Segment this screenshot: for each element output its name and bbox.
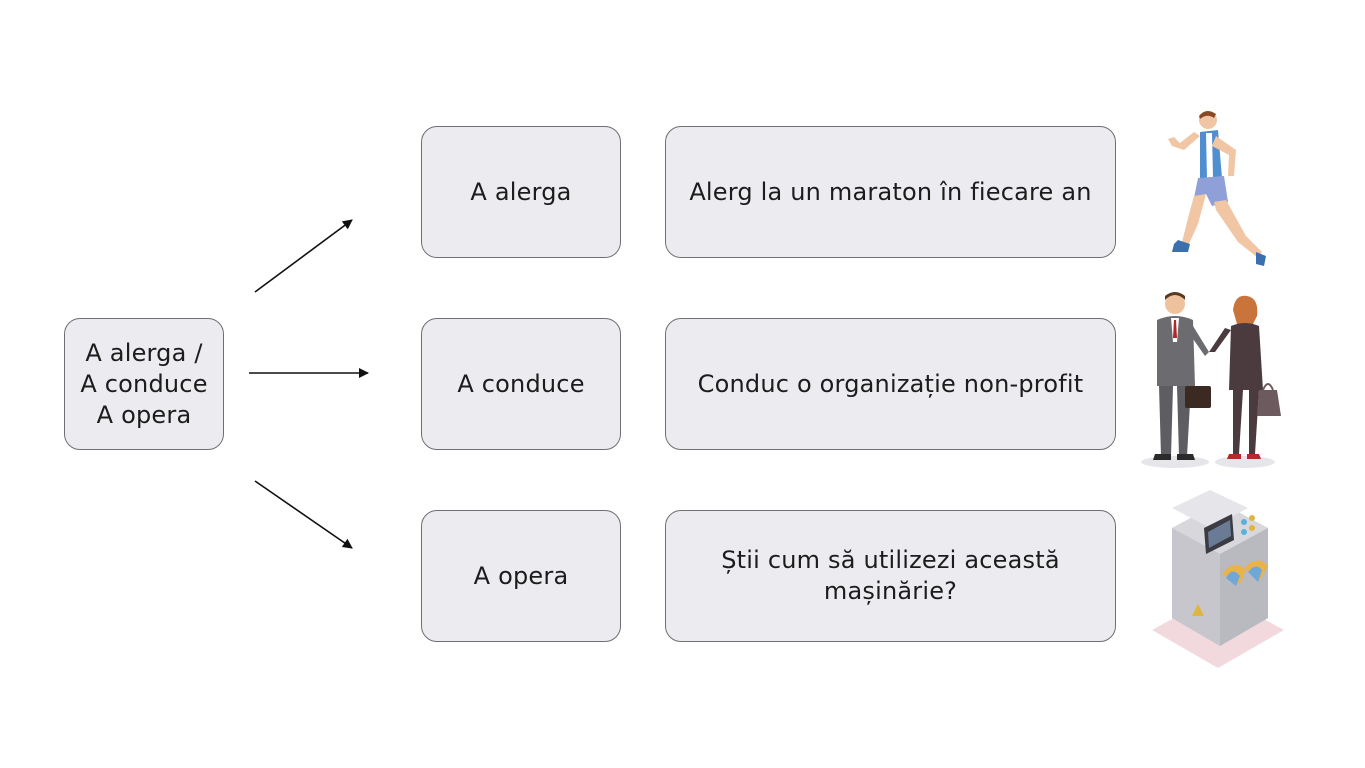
verb-label: A opera	[473, 561, 569, 590]
source-verbs-box: A alerga / A conduce A opera	[64, 318, 224, 450]
runner-icon	[1168, 110, 1266, 266]
verb-label: A alerga	[470, 177, 572, 206]
sentence-box-alerga: Alerg la un maraton în fiecare an	[665, 126, 1116, 258]
verb-label: A conduce	[457, 369, 585, 398]
arrow-to-row-3	[254, 480, 353, 549]
verb-box-conduce: A conduce	[421, 318, 621, 450]
source-line-1: A alerga /	[85, 338, 203, 367]
sentence-line: Alerg la un maraton în fiecare an	[689, 177, 1092, 206]
verb-box-alerga: A alerga	[421, 126, 621, 258]
verb-box-opera: A opera	[421, 510, 621, 642]
source-line-2: A conduce	[80, 369, 208, 398]
sentence-line: Conduc o organizație non-profit	[697, 369, 1084, 398]
arrow-to-row-1	[254, 219, 353, 293]
sentence-line-2: mașinărie?	[823, 577, 958, 605]
source-line-3: A opera	[96, 400, 192, 429]
machine-icon	[1152, 490, 1284, 668]
sentence-box-conduce: Conduc o organizație non-profit	[665, 318, 1116, 450]
sentence-box-opera: Știi cum să utilizezi această mașinărie?	[665, 510, 1116, 642]
sentence-line-1: Știi cum să utilizezi această	[721, 546, 1060, 574]
business-people-icon	[1141, 292, 1281, 468]
